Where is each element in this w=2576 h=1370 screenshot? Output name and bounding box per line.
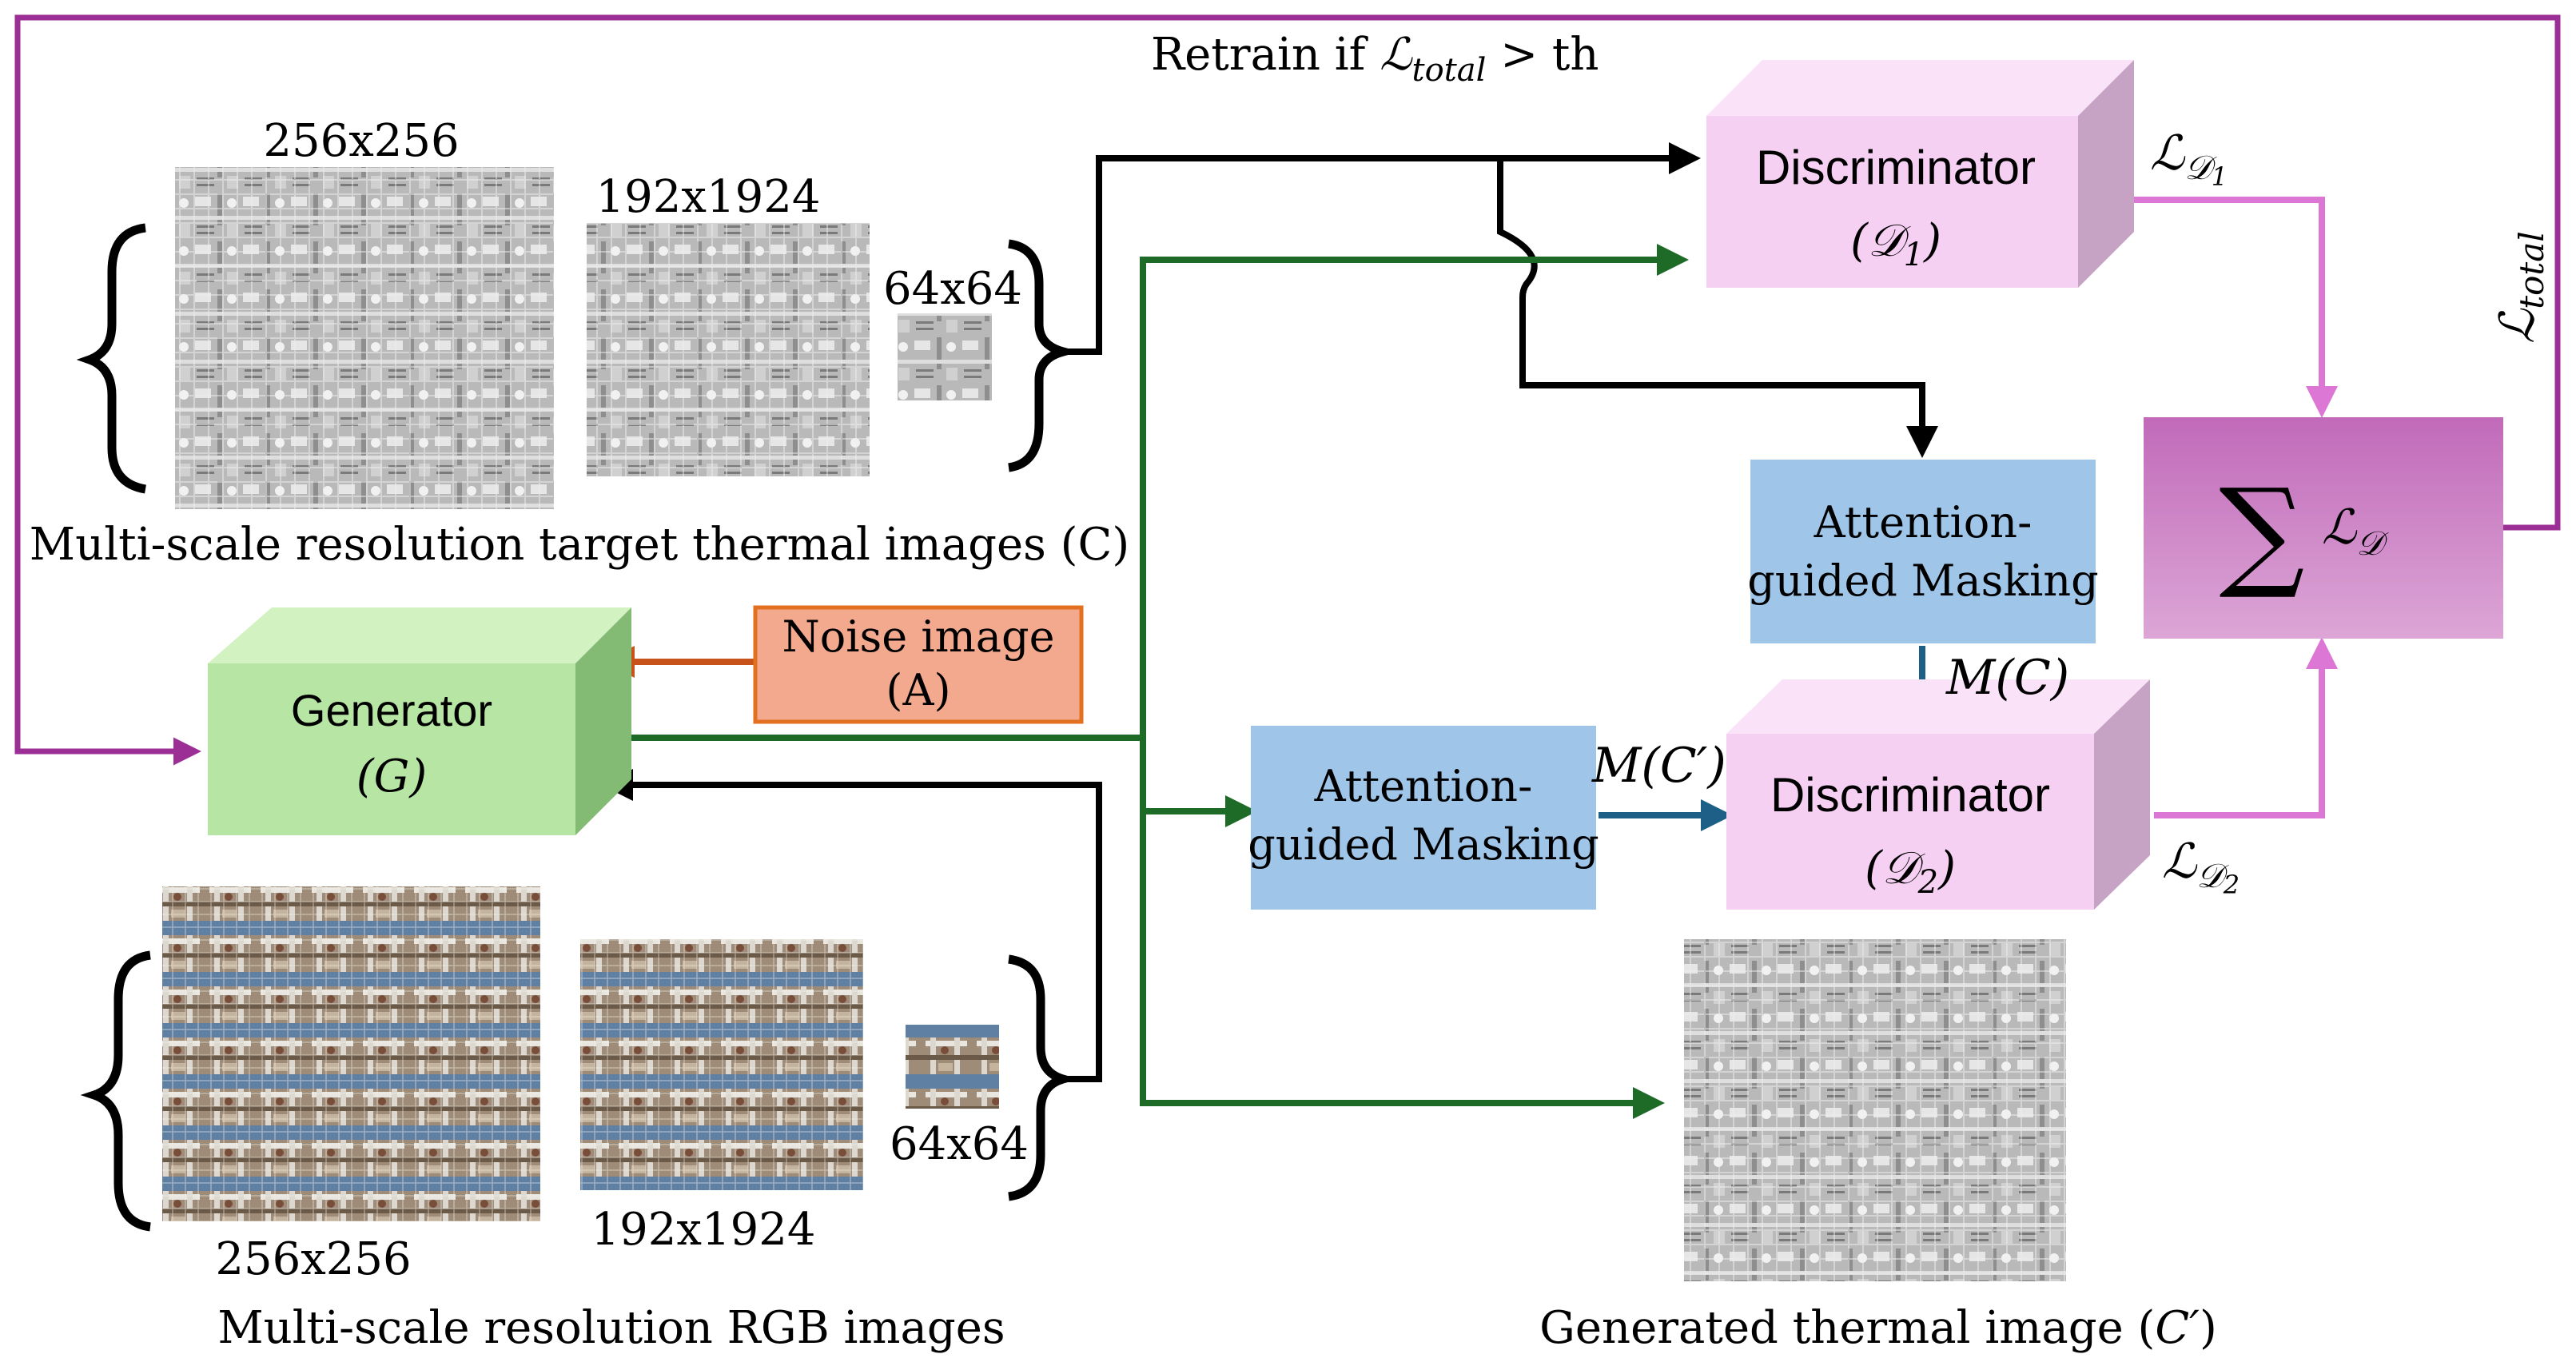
thermal-size-label-64: 64x64: [883, 263, 1022, 315]
discriminator2-block[interactable]: Discriminator (𝒟2): [1726, 679, 2150, 910]
thermal-to-discriminator1-arrow: [1063, 142, 1701, 355]
rgb-size-label-64: 64x64: [890, 1118, 1029, 1170]
rgb-image-192: [580, 939, 863, 1190]
rgb-images-caption: Multi-scale resolution RGB images: [217, 1302, 1005, 1354]
sum-sigma: ∑: [2219, 464, 2304, 603]
generator-title: Generator: [291, 685, 492, 735]
generated-thermal-image: [1684, 939, 2066, 1281]
thermal-right-brace: [1007, 239, 1081, 472]
loss-d1-arrow: [2134, 197, 2338, 418]
retrain-condition-label: Retrain if ℒtotal > th: [1151, 29, 1599, 89]
rgb-size-label-192: 192x1924: [591, 1204, 816, 1256]
generator-to-discriminator1-arrow: [1140, 244, 1689, 738]
rgb-to-generator-arrow: [601, 769, 1102, 1082]
attention-masking-block-bottom[interactable]: Attention- guided Masking: [1248, 726, 1599, 910]
retrain-feedback-arrow: [14, 14, 2561, 766]
loss-total-label: ℒtotal: [2490, 231, 2551, 344]
discriminator1-block[interactable]: Discriminator (𝒟1): [1706, 60, 2134, 288]
loss-d2-arrow: [2154, 637, 2338, 818]
attention-masking-block-top[interactable]: Attention- guided Masking: [1747, 460, 2099, 643]
generated-image-caption: Generated thermal image (C′): [1539, 1302, 2217, 1354]
noise-symbol: (A): [886, 665, 950, 715]
rgb-image-64: [906, 1025, 999, 1109]
attention-top-line1: Attention-: [1814, 497, 2033, 548]
generator-output-line: [599, 735, 1665, 1119]
mask-real-label: M(C): [1945, 650, 2069, 706]
attention-bottom-line1: Attention-: [1314, 761, 1533, 811]
thermal-image-256: [175, 167, 554, 509]
thermal-image-192: [587, 223, 870, 476]
thermal-left-brace: [76, 223, 147, 494]
attention-bottom-line2: guided Masking: [1248, 819, 1599, 870]
noise-label: Noise image: [782, 611, 1054, 662]
thermal-images-caption: Multi-scale resolution target thermal im…: [30, 519, 1129, 571]
mask-fake-label: M(C′): [1591, 738, 1726, 794]
attention-top-line2: guided Masking: [1747, 556, 2098, 606]
generator-block[interactable]: Generator (G): [208, 607, 631, 835]
generator-symbol: (G): [356, 751, 427, 802]
thermal-size-label-192: 192x1924: [596, 171, 821, 223]
discriminator2-title: Discriminator: [1770, 768, 2050, 822]
discriminator2-symbol: (𝒟2): [1865, 842, 1956, 901]
rgb-size-label-256: 256x256: [215, 1233, 411, 1285]
rgb-image-256: [162, 886, 540, 1221]
loss-d2-label: ℒ𝒟2: [2162, 834, 2240, 900]
thermal-image-64: [898, 313, 992, 400]
discriminator1-title: Discriminator: [1756, 141, 2036, 194]
thermal-to-attention-arrow: [1497, 158, 1938, 458]
thermal-size-label-256: 256x256: [263, 115, 459, 167]
loss-sum-block[interactable]: ∑ ℒ𝒟: [2144, 417, 2503, 639]
loss-d1-label: ℒ𝒟1: [2150, 125, 2228, 192]
discriminator1-symbol: (𝒟1): [1850, 215, 1941, 273]
noise-image-block[interactable]: Noise image (A): [753, 605, 1084, 724]
rgb-left-brace: [80, 950, 151, 1232]
